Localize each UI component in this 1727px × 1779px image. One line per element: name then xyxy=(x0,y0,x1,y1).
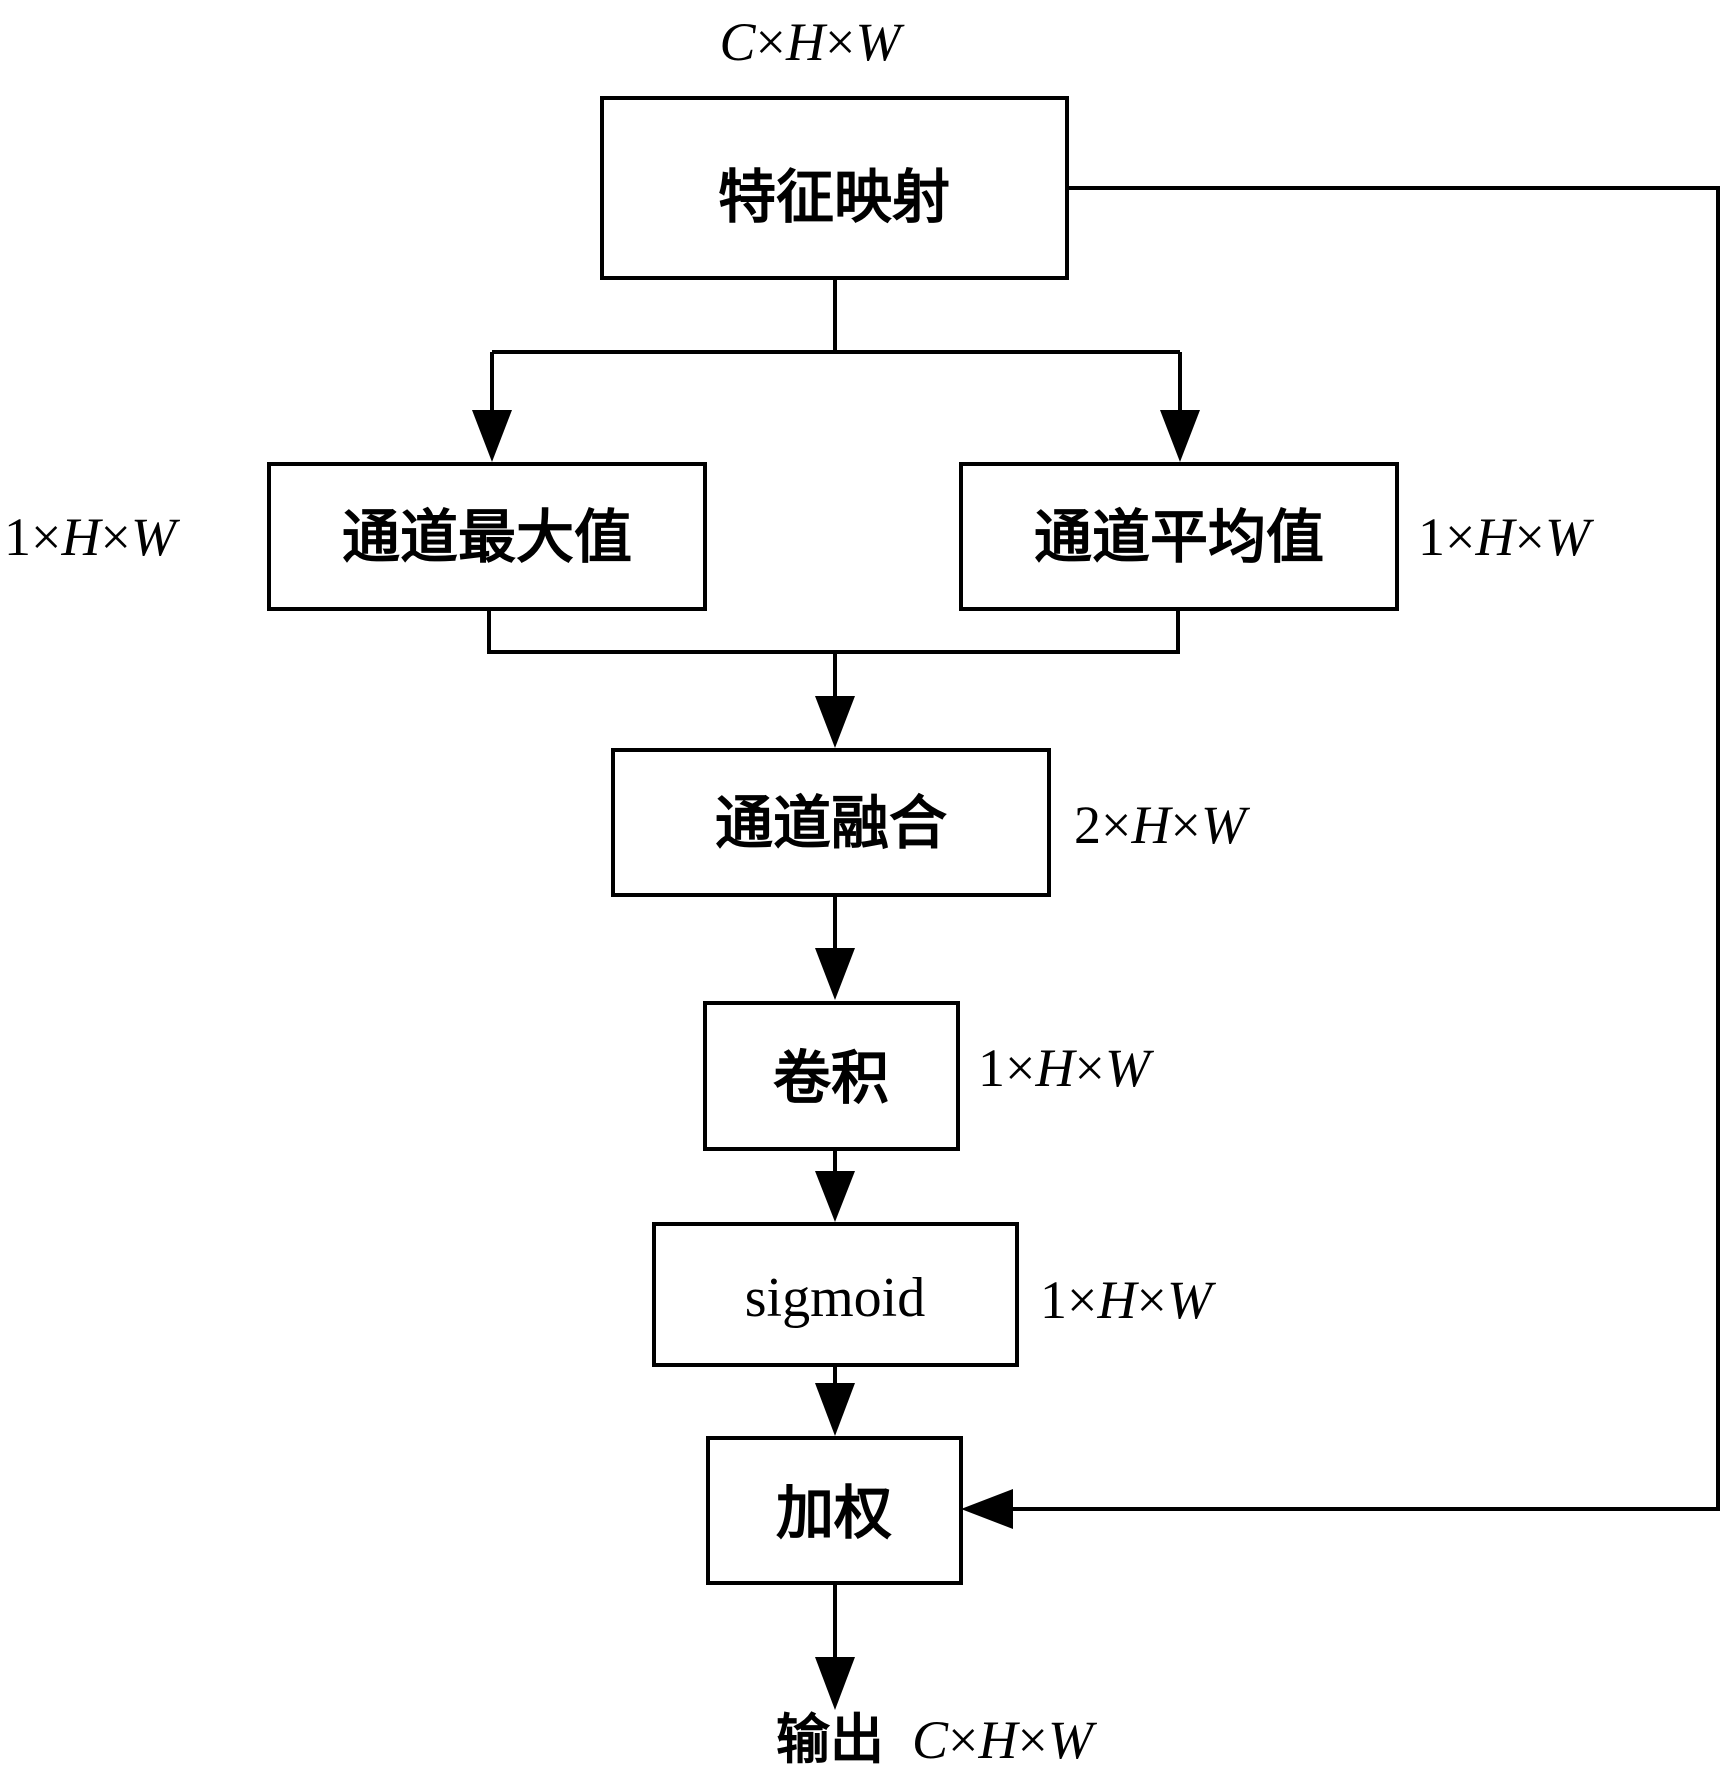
node-channel-max: 通道最大值 xyxy=(267,462,707,611)
node-feature-map: 特征映射 xyxy=(600,96,1069,280)
node-channel-max-box xyxy=(267,462,707,611)
node-feature-map-box xyxy=(600,96,1069,280)
node-sigmoid-label: sigmoid xyxy=(745,1267,925,1329)
node-convolution-box xyxy=(703,1001,960,1151)
node-channel-avg-box xyxy=(959,462,1399,611)
edge-feature-to-branches xyxy=(490,280,1182,410)
arrowhead-to-output xyxy=(815,1657,855,1710)
node-weighting-label: 加权 xyxy=(776,1481,892,1546)
output-caption: 输出 C×H×W xyxy=(776,1710,1098,1770)
node-channel-fusion-box xyxy=(611,748,1051,897)
node-channel-avg: 通道平均值 xyxy=(959,462,1399,611)
node-sigmoid: sigmoid xyxy=(652,1222,1019,1367)
edge-branches-to-fusion xyxy=(487,610,1180,696)
edge-skip-connection xyxy=(1013,186,1720,1511)
node-channel-avg-label: 通道平均值 xyxy=(1034,505,1324,570)
dim-label-input: C×H×W xyxy=(720,12,906,72)
node-feature-map-label: 特征映射 xyxy=(718,165,950,230)
arrowhead-to-sigmoid xyxy=(815,1171,855,1222)
node-sigmoid-box xyxy=(652,1222,1019,1367)
dim-label-sigmoid: 1×H×W xyxy=(1040,1270,1217,1330)
node-channel-fusion-label: 通道融合 xyxy=(715,791,947,856)
output-label: 输出 xyxy=(776,1710,884,1770)
node-channel-max-label: 通道最大值 xyxy=(342,505,632,570)
arrowhead-to-conv xyxy=(815,948,855,1000)
node-weighting-box xyxy=(706,1436,963,1585)
dim-label-channel-fusion: 2×H×W xyxy=(1074,795,1251,855)
node-convolution: 卷积 xyxy=(703,1001,960,1151)
arrowhead-to-weighting xyxy=(815,1383,855,1436)
node-channel-fusion: 通道融合 xyxy=(611,748,1051,897)
dim-label-channel-max: 1×H×W xyxy=(4,507,181,567)
dim-label-output: C×H×W xyxy=(912,1710,1098,1770)
node-weighting: 加权 xyxy=(706,1436,963,1585)
arrowhead-skip-to-weighting xyxy=(961,1489,1013,1529)
arrowhead-to-channel-max xyxy=(472,410,512,462)
node-convolution-label: 卷积 xyxy=(773,1046,889,1111)
arrowhead-to-fusion xyxy=(815,696,855,748)
arrowhead-to-channel-avg xyxy=(1160,410,1200,462)
dim-label-channel-avg: 1×H×W xyxy=(1418,507,1595,567)
dim-label-convolution: 1×H×W xyxy=(978,1038,1155,1098)
connectors xyxy=(472,186,1720,1710)
